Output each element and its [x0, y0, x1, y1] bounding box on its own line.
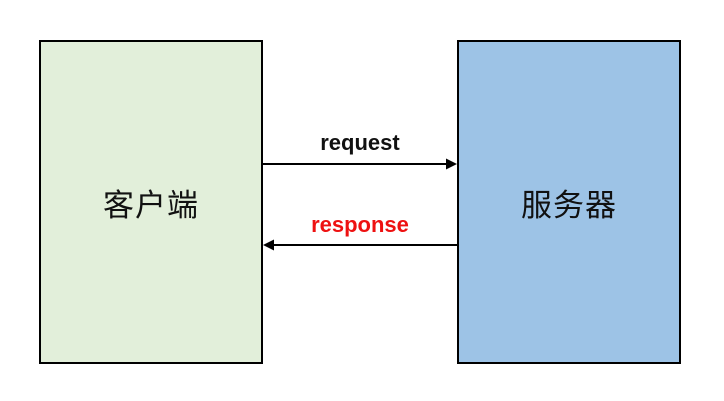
server-box: 服务器 — [457, 40, 681, 364]
request-arrowhead — [446, 158, 457, 170]
client-label: 客户端 — [103, 187, 199, 224]
request-arrow — [263, 158, 457, 170]
server-label: 服务器 — [521, 187, 617, 224]
response-arrowhead — [263, 239, 274, 251]
request-label: request — [320, 130, 400, 155]
response-label: response — [311, 212, 409, 237]
response-arrow — [263, 239, 457, 251]
client-box: 客户端 — [39, 40, 263, 364]
